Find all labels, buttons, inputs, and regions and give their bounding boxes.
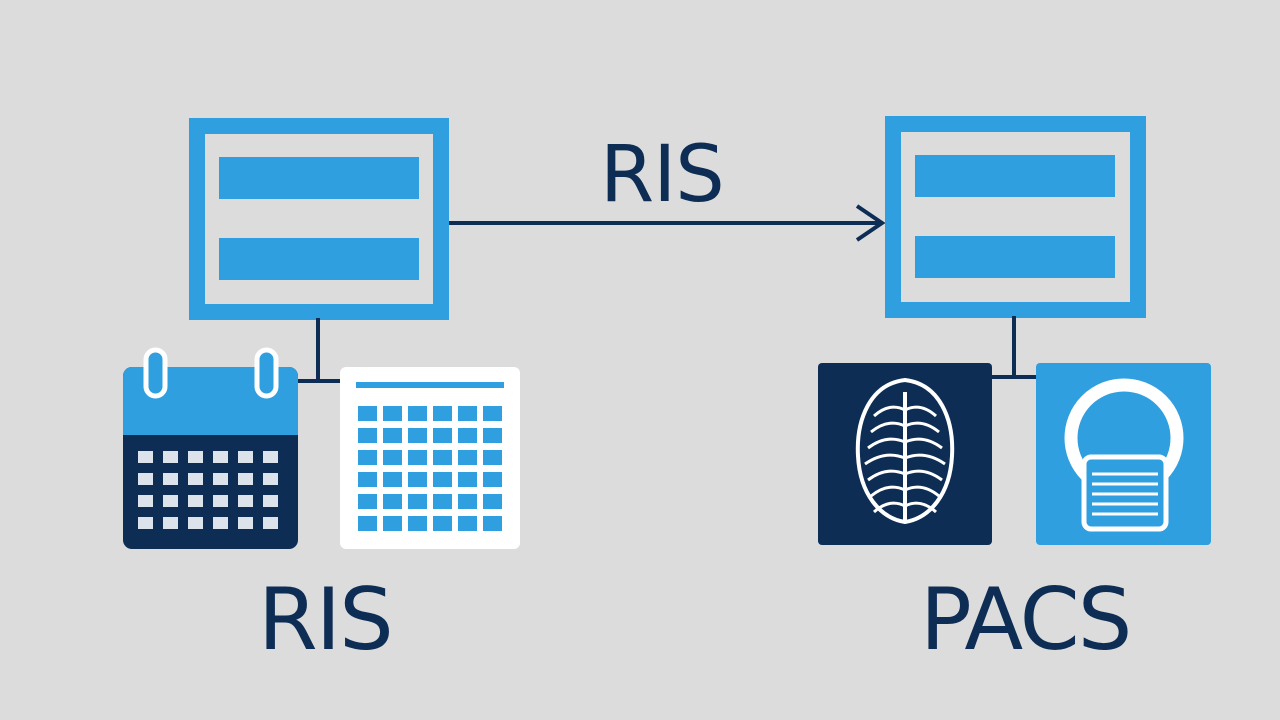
xray-rib bbox=[872, 501, 938, 514]
scanner-table-lines bbox=[1092, 472, 1158, 516]
schedule-slot-cell bbox=[433, 516, 452, 531]
schedule-slot-cell bbox=[458, 494, 477, 509]
calendar-day-cell bbox=[163, 451, 178, 463]
schedule-slot-cell bbox=[383, 428, 402, 443]
schedule-slot-cell bbox=[483, 428, 502, 443]
calendar-day-cell bbox=[263, 495, 278, 507]
schedule-slot-cell bbox=[483, 450, 502, 465]
schedule-slot-cell bbox=[358, 494, 377, 509]
schedule-slot-cell bbox=[483, 516, 502, 531]
schedule-slot-cell bbox=[408, 428, 427, 443]
schedule-slot-cell bbox=[433, 472, 452, 487]
schedule-slot-cell bbox=[383, 406, 402, 421]
arrow-label: RIS bbox=[600, 130, 725, 220]
schedule-slot-cell bbox=[458, 516, 477, 531]
calendar-icon bbox=[123, 347, 298, 549]
schedule-slot-cell bbox=[483, 472, 502, 487]
right-connector bbox=[992, 316, 1036, 379]
schedule-slot-cell bbox=[358, 428, 377, 443]
calendar-day-cell bbox=[213, 517, 228, 529]
calendar-day-cell bbox=[213, 495, 228, 507]
left-system-label: RIS bbox=[258, 570, 394, 670]
connection-arrow bbox=[449, 204, 886, 242]
schedule-slot-cell bbox=[458, 472, 477, 487]
schedule-slot-cell bbox=[433, 428, 452, 443]
schedule-grid-icon bbox=[340, 367, 520, 549]
xray-ribs bbox=[864, 405, 946, 514]
schedule-slot-cell bbox=[408, 494, 427, 509]
calendar-day-cell bbox=[138, 495, 153, 507]
schedule-slot-cell bbox=[458, 428, 477, 443]
calendar-day-cell bbox=[163, 495, 178, 507]
schedule-slot-cell bbox=[458, 406, 477, 421]
schedule-slot-cell bbox=[358, 450, 377, 465]
xray-rib bbox=[870, 421, 940, 434]
calendar-day-cell bbox=[138, 473, 153, 485]
arrowhead bbox=[855, 204, 886, 242]
calendar-day-cell bbox=[263, 473, 278, 485]
schedule-slot-cell bbox=[383, 494, 402, 509]
schedule-slot-cell bbox=[458, 450, 477, 465]
schedule-slot-cell bbox=[383, 516, 402, 531]
calendar-day-cell bbox=[238, 473, 253, 485]
calendar-day-cell bbox=[238, 495, 253, 507]
schedule-slot-cell bbox=[433, 450, 452, 465]
calendar-day-cell bbox=[238, 451, 253, 463]
calendar-ring-right bbox=[254, 347, 279, 399]
left-server-bar-top bbox=[219, 157, 419, 199]
calendar-day-cell bbox=[138, 517, 153, 529]
schedule-slot-cell bbox=[383, 450, 402, 465]
calendar-day-cell bbox=[263, 517, 278, 529]
calendar-day-cell bbox=[188, 473, 203, 485]
schedule-slot-cell bbox=[483, 494, 502, 509]
calendar-day-cell bbox=[163, 517, 178, 529]
right-system-label: PACS bbox=[920, 570, 1132, 670]
mri-scanner-icon bbox=[1036, 363, 1211, 545]
right-server-frame bbox=[885, 116, 1146, 318]
xray-ribcage-outline bbox=[855, 377, 955, 525]
calendar-day-cell bbox=[188, 517, 203, 529]
xray-rib bbox=[872, 405, 938, 418]
calendar-day-cell bbox=[188, 495, 203, 507]
right-server-bar-top bbox=[915, 155, 1115, 197]
left-server-bar-bottom bbox=[219, 238, 419, 280]
schedule-slot-cell bbox=[383, 472, 402, 487]
calendar-day-cell bbox=[163, 473, 178, 485]
calendar-day-cell bbox=[213, 473, 228, 485]
right-server-bar-bottom bbox=[915, 236, 1115, 278]
schedule-slot-cell bbox=[483, 406, 502, 421]
left-server-window-icon bbox=[189, 118, 449, 320]
schedule-slot-cell bbox=[408, 472, 427, 487]
schedule-slot-cell bbox=[358, 472, 377, 487]
calendar-day-cell bbox=[188, 451, 203, 463]
schedule-slot-cell bbox=[408, 406, 427, 421]
xray-image-icon bbox=[818, 363, 992, 545]
calendar-grid bbox=[138, 451, 278, 529]
calendar-day-cell bbox=[138, 451, 153, 463]
calendar-day-cell bbox=[263, 451, 278, 463]
left-server-frame bbox=[189, 118, 449, 320]
calendar-day-cell bbox=[238, 517, 253, 529]
xray-rib bbox=[864, 453, 946, 466]
schedule-slot-cell bbox=[358, 406, 377, 421]
xray-rib bbox=[867, 469, 943, 482]
calendar-day-cell bbox=[213, 451, 228, 463]
schedule-slot-cell bbox=[408, 516, 427, 531]
schedule-header-line bbox=[356, 382, 504, 388]
xray-rib bbox=[867, 437, 943, 450]
left-connector bbox=[298, 318, 342, 383]
right-server-window-icon bbox=[885, 116, 1146, 318]
schedule-slot-cell bbox=[433, 406, 452, 421]
xray-rib bbox=[870, 485, 940, 498]
schedule-slot-cell bbox=[433, 494, 452, 509]
schedule-slot-cell bbox=[408, 450, 427, 465]
schedule-grid bbox=[358, 406, 502, 531]
schedule-slot-cell bbox=[358, 516, 377, 531]
calendar-ring-left bbox=[143, 347, 168, 399]
